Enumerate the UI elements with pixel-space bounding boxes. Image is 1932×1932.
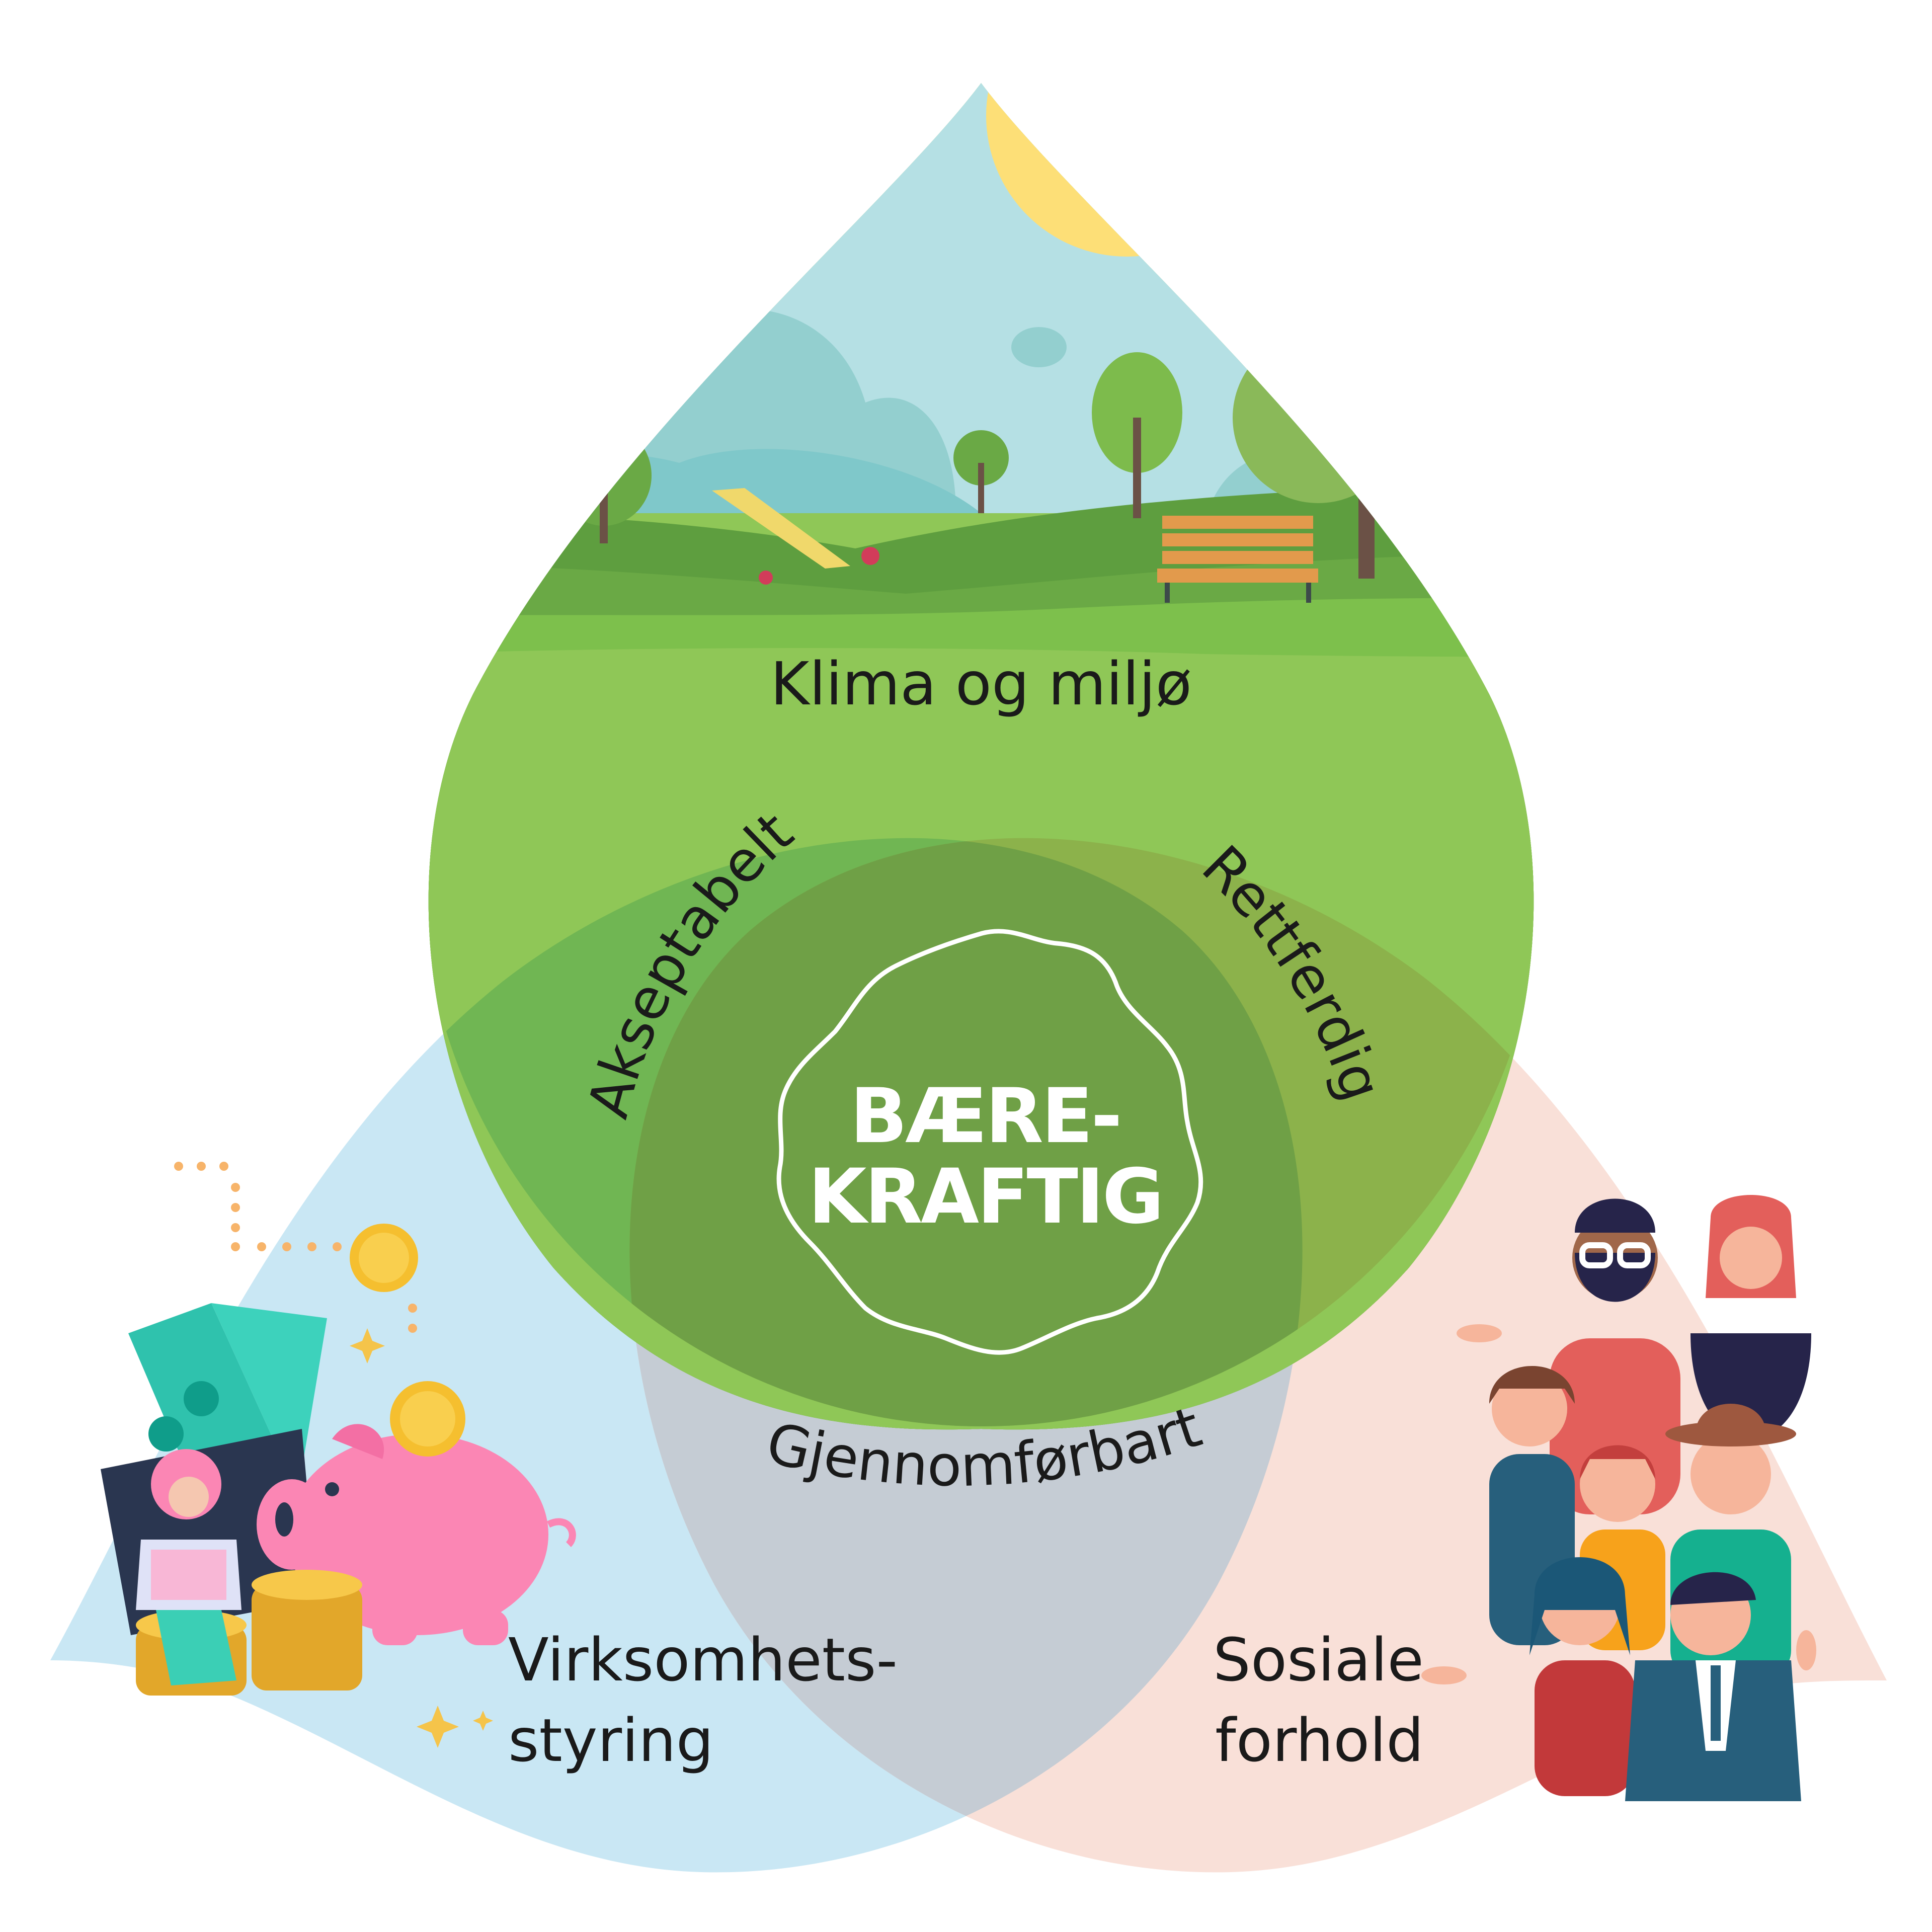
dotted-line-decoration <box>174 1162 417 1333</box>
social-illustration <box>1421 1195 1816 1801</box>
tree-icon <box>953 430 1009 513</box>
tree-icon <box>1092 352 1182 518</box>
waving-hand-icon <box>1421 1324 1816 1684</box>
sparkle-icon <box>350 1328 493 1748</box>
governance-label-line1: Virksomhets- <box>508 1625 898 1695</box>
coin-in-slot-icon <box>390 1381 465 1457</box>
person-woman-blue-hair-icon <box>1530 1557 1635 1796</box>
person-man-suit-icon <box>1625 1572 1801 1801</box>
governance-illustration <box>101 1162 576 1748</box>
person-woman-hijab-icon <box>1691 1195 1811 1439</box>
wavy-seal-icon <box>776 929 1203 1355</box>
flower-icon <box>759 571 773 585</box>
small-cloud-icon <box>1011 327 1067 367</box>
social-label-line2: forhold <box>1215 1706 1424 1775</box>
center-title-line2: KRAFTIG <box>808 1153 1162 1241</box>
coin-icon <box>350 1224 418 1292</box>
governance-label-line2: styring <box>508 1706 714 1775</box>
climate-label: Klima og miljø <box>770 649 1192 718</box>
center-title-line1: BÆRE- <box>850 1073 1120 1160</box>
footpath <box>712 488 850 569</box>
person-with-laptop-icon <box>136 1449 242 1685</box>
bench-icon <box>1157 516 1318 603</box>
flower-icon <box>861 547 879 565</box>
bench-icon <box>519 518 564 539</box>
social-label-line1: Sosiale <box>1213 1625 1424 1695</box>
flower-icon <box>1413 555 1429 572</box>
